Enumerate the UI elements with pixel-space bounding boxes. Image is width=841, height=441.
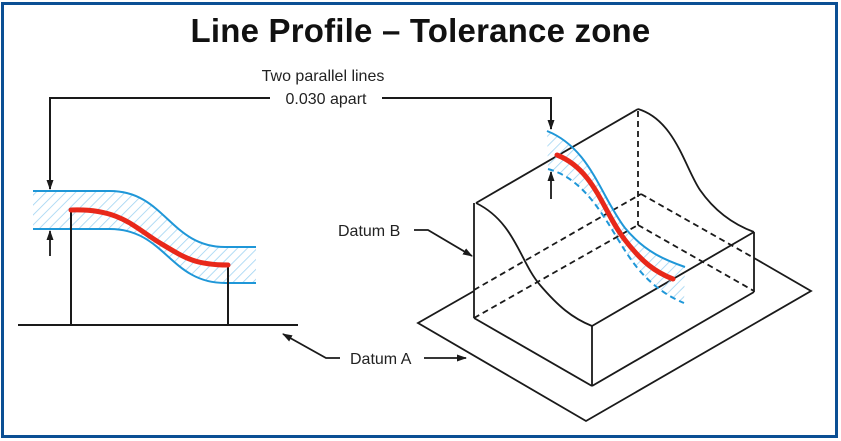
- hidden-edge-upper-right: [640, 193, 755, 259]
- right-isometric-view: [416, 108, 813, 423]
- datum-b-leader-arrow-icon: [414, 229, 473, 257]
- figure-title: Line Profile – Tolerance zone: [190, 12, 651, 49]
- left-profile-s-curve: [475, 202, 593, 327]
- datum-a-label: Datum A: [350, 351, 412, 368]
- zone-dimension-leader: Two parallel lines 0.030 apart: [46, 68, 555, 190]
- left-upper-boundary-line: [33, 190, 256, 248]
- datum-b-label: Datum B: [338, 223, 400, 240]
- datum-a-left-leader-arrow-icon: [282, 333, 340, 359]
- left-bottom-edge: [473, 317, 593, 387]
- right-profile-s-curve: [637, 108, 755, 233]
- hidden-edge-upper: [473, 193, 642, 291]
- right-upper-boundary-line: [546, 130, 686, 268]
- front-bottom-edge: [591, 291, 755, 387]
- left-actual-profile-curve: [68, 207, 231, 268]
- zone-label-line1: Two parallel lines: [262, 68, 385, 85]
- datum-a-plane: [416, 257, 813, 423]
- right-lower-boundary-dashed: [547, 168, 685, 304]
- left-lower-boundary-line: [33, 228, 256, 284]
- hidden-edge-lower-right: [637, 224, 755, 292]
- leader-left-arm: [46, 97, 270, 190]
- zone-label-line2: 0.030 apart: [286, 91, 368, 108]
- leader-right-arm: [382, 97, 555, 130]
- left-profile-view: [18, 190, 298, 326]
- visible-edges: [473, 108, 755, 387]
- datum-labels: Datum B Datum A: [282, 223, 473, 368]
- right-actual-profile-curve: [554, 152, 676, 282]
- hidden-edge-lower: [473, 224, 639, 319]
